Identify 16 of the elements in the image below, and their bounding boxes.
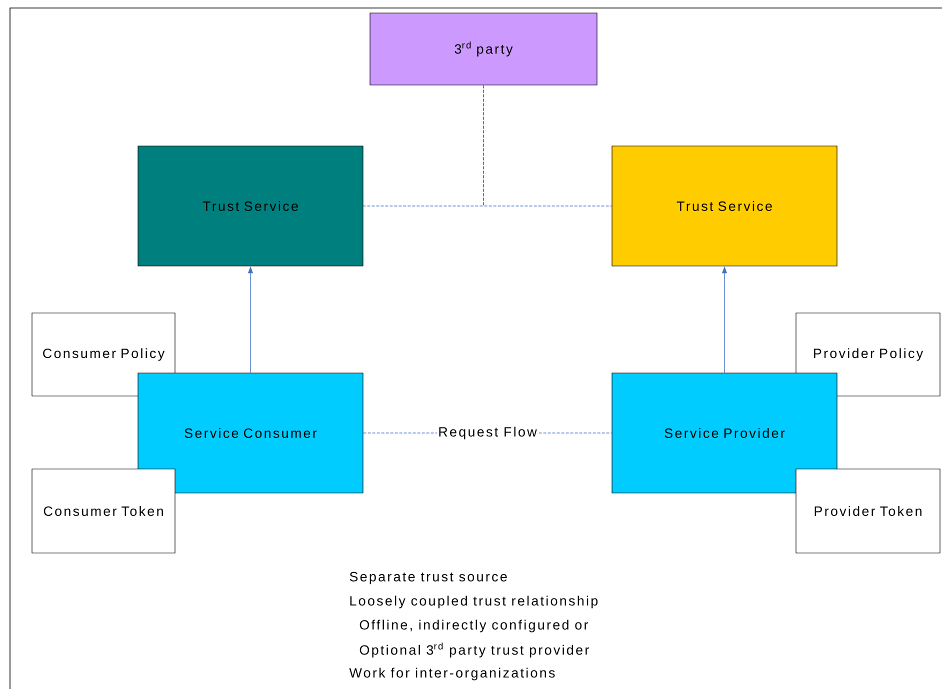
service-box: Service Consumer	[138, 372, 364, 494]
service-box: Trust Service	[138, 146, 364, 266]
note-line: Offline, indirectly configured or	[360, 620, 588, 632]
token-box: Provider Token	[796, 468, 940, 554]
party-box: 3$^{rd}$ party	[370, 12, 598, 86]
edge-label: Request Flow	[439, 426, 537, 440]
note-line: Optional 3$^{rd}$ party trust provider	[360, 642, 589, 658]
service-box: Service Provider	[612, 372, 838, 494]
policy-box: Provider Policy	[796, 312, 940, 396]
token-box: Consumer Token	[32, 468, 176, 554]
note-line: Loosely coupled trust relationship	[350, 596, 598, 608]
policy-box: Consumer Policy	[32, 312, 176, 396]
note-line: Work for inter-organizations	[349, 668, 555, 680]
service-box: Trust Service	[612, 146, 838, 266]
note-line: Separate trust source	[350, 572, 507, 584]
connector	[483, 84, 612, 206]
